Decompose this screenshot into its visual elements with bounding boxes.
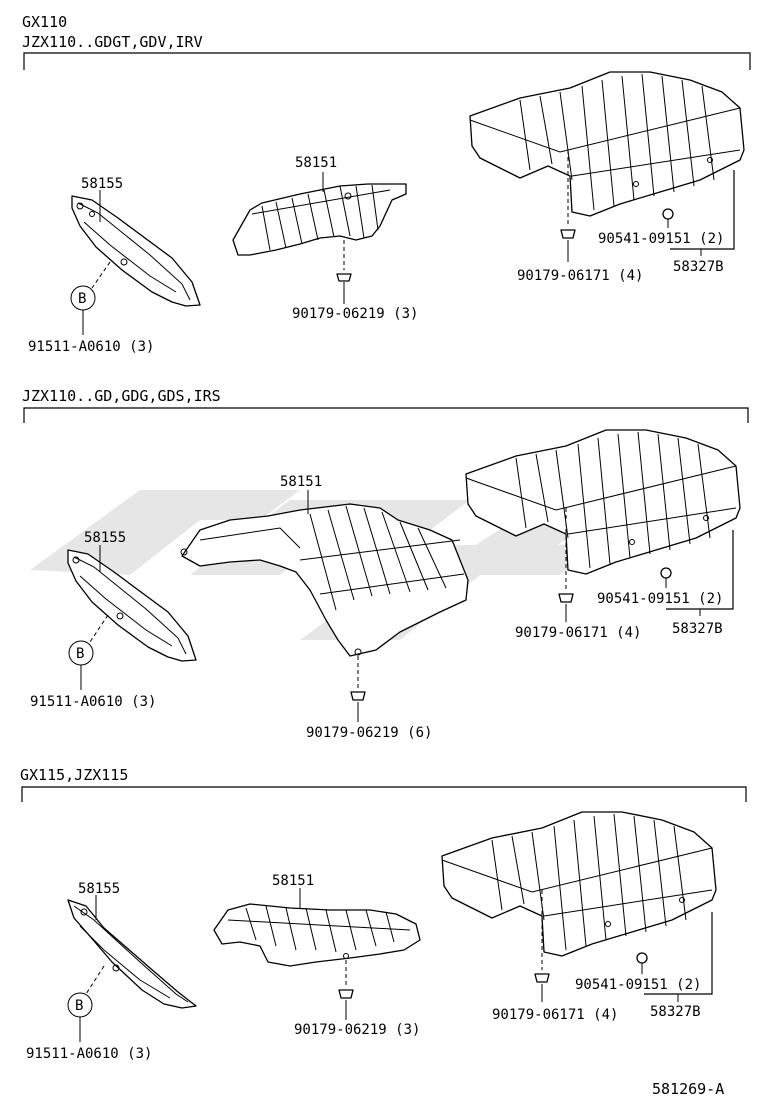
part-number-58151: 58151 [295, 155, 337, 171]
bolt-fastener [662, 208, 674, 220]
dashed-leader [91, 261, 111, 289]
clip-fastener [338, 989, 354, 999]
section-bracket [21, 786, 747, 802]
bracket-58155 [67, 549, 197, 662]
assembly-bracket [666, 530, 734, 610]
part-number-90541: 90541-09151 (2) [597, 591, 723, 607]
bracket-58155 [67, 899, 197, 1009]
cover-58327b [469, 71, 745, 217]
reference-letter-b: B [78, 291, 86, 307]
assembly-bracket [670, 170, 735, 250]
part-number-58155: 58155 [84, 530, 126, 546]
part-number-90541: 90541-09151 (2) [575, 977, 701, 993]
part-number-58327b: 58327B [650, 1004, 701, 1020]
section-header-line: JZX110..GDGT,GDV,IRV [22, 33, 203, 51]
part-number-90179-a: 90179-06219 (3) [294, 1022, 420, 1038]
part-number-90179-b: 90179-06171 (4) [492, 1007, 618, 1023]
cover-58327b [441, 811, 717, 957]
part-number-58151: 58151 [280, 474, 322, 490]
part-number-90541: 90541-09151 (2) [598, 231, 724, 247]
reference-letter-b: B [76, 646, 84, 662]
insulator-58151 [232, 183, 407, 256]
section-header-line: JZX110..GD,GDG,GDS,IRS [22, 387, 221, 405]
part-number-91511: 91511-A0610 (3) [26, 1046, 152, 1062]
part-number-91511: 91511-A0610 (3) [30, 694, 156, 710]
section-bracket [23, 407, 749, 423]
clip-fastener [534, 973, 550, 983]
part-number-58327b: 58327B [673, 259, 724, 275]
cover-58327b [465, 429, 741, 575]
section-2: JZX110..GD,GDG,GDS,IRS 58155 B 91511-A06… [22, 387, 749, 741]
dashed-leader [85, 965, 105, 995]
clip-fastener [336, 273, 352, 282]
clip-fastener [558, 593, 574, 603]
part-number-58327b: 58327B [672, 621, 723, 637]
section-header-line: GX115,JZX115 [20, 766, 128, 784]
bolt-fastener [636, 952, 648, 964]
part-number-58151: 58151 [272, 873, 314, 889]
bolt-fastener [660, 567, 672, 579]
part-number-58155: 58155 [81, 176, 123, 192]
part-number-90179-a: 90179-06219 (3) [292, 306, 418, 322]
part-number-91511: 91511-A0610 (3) [28, 339, 154, 355]
section-bracket [23, 52, 751, 70]
section-1: GX110 JZX110..GDGT,GDV,IRV 58155 B 91511… [22, 13, 751, 355]
assembly-bracket [644, 912, 713, 995]
bracket-58155 [71, 195, 201, 307]
part-number-90179-a: 90179-06219 (6) [306, 725, 432, 741]
part-number-90179-b: 90179-06171 (4) [515, 625, 641, 641]
clip-fastener [560, 229, 576, 239]
insulator-58151 [213, 903, 421, 967]
clip-fastener [350, 691, 366, 701]
reference-letter-b: B [75, 998, 83, 1014]
dashed-leader [89, 614, 109, 643]
section-3: GX115,JZX115 58155 B 91511-A0610 (3) 581… [20, 766, 747, 1062]
section-header-line: GX110 [22, 13, 67, 31]
illustration-code: 581269-A [652, 1080, 724, 1098]
part-number-90179-b: 90179-06171 (4) [517, 268, 643, 284]
part-number-58155: 58155 [78, 881, 120, 897]
